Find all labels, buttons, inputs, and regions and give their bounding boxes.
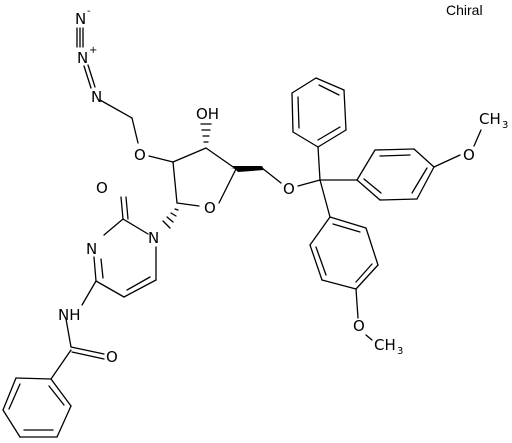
dmt-ether-oxygen: O <box>283 180 295 198</box>
methyl-top: CH <box>479 110 501 128</box>
chiral-flag: Chiral <box>446 2 483 18</box>
hashed-wedge-n1 <box>162 208 179 229</box>
azide-minus-charge: - <box>87 6 91 17</box>
hydroxyl-group: OH <box>196 105 219 123</box>
methyl-top-subscript: 3 <box>502 120 508 131</box>
ring-oxygen: O <box>204 199 216 217</box>
azide-n-terminal: N <box>75 10 86 28</box>
methyl-bottom-subscript: 3 <box>397 346 403 357</box>
azide-n-attached: N <box>91 88 102 106</box>
azide-plus-charge: + <box>89 45 97 56</box>
hashed-wedge-oh <box>200 123 212 143</box>
pyrimidine-n3: N <box>86 240 97 258</box>
methoxy-oxygen-top: O <box>463 146 475 164</box>
azide-n-central: N <box>77 49 88 67</box>
amide-nh: NH <box>58 306 81 324</box>
pyrimidinone-carbonyl-oxygen: O <box>96 179 108 197</box>
ether-oxygen: O <box>134 146 146 164</box>
bonds <box>2 27 482 438</box>
atom-labels: Chiral N - N + N O OH O O O CH 3 O CH 3 … <box>58 2 508 366</box>
methoxy-oxygen-bottom: O <box>353 317 365 335</box>
pyrimidine-n1: N <box>148 229 159 247</box>
methyl-bottom: CH <box>374 336 396 354</box>
amide-carbonyl-oxygen: O <box>106 348 118 366</box>
